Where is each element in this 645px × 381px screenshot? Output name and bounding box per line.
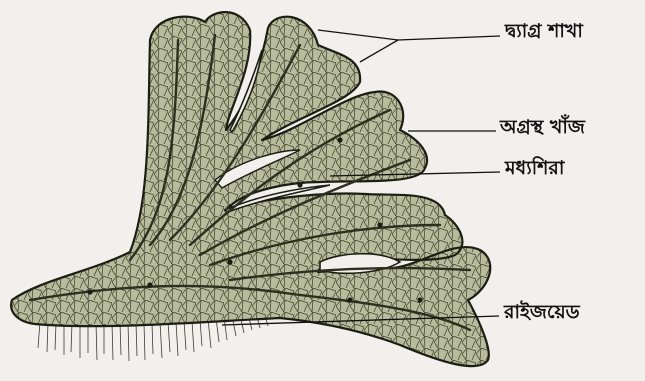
label-dichotomous-branch: দ্ব্যাগ্র শাখা — [505, 22, 583, 41]
label-rhizoid: রাইজয়েড — [504, 303, 580, 322]
label-midrib: মধ্যশিরা — [505, 159, 564, 178]
label-apical-notch: অগ্রস্থ খাঁজ — [500, 118, 585, 137]
